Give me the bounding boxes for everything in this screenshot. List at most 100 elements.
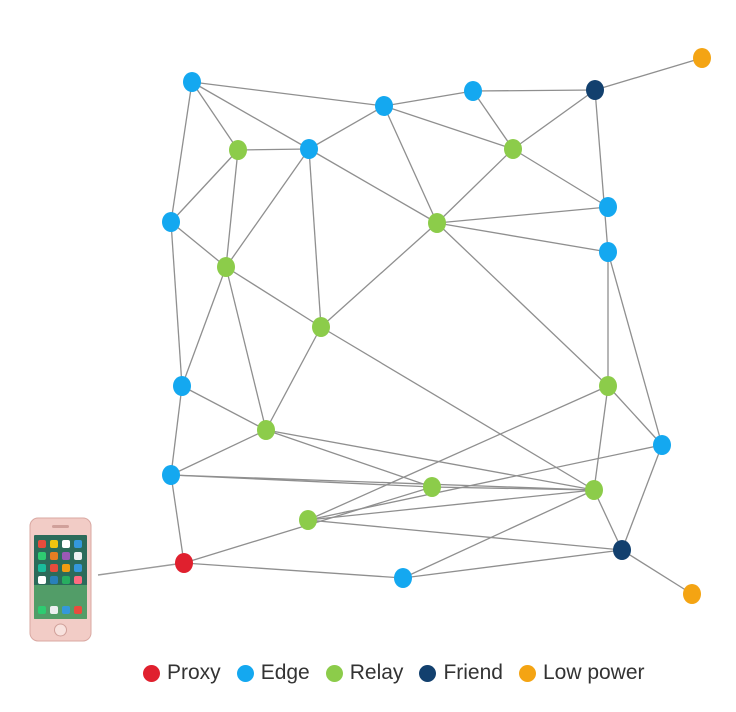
legend-item-edge: Edge bbox=[236, 661, 310, 685]
proxy-node-p1 bbox=[175, 553, 193, 573]
link-r6-e9 bbox=[607, 385, 663, 446]
link-r7-r9 bbox=[265, 429, 595, 491]
legend-item-proxy: Proxy bbox=[143, 661, 221, 685]
link-r2-e6 bbox=[512, 148, 609, 208]
legend-label-proxy: Proxy bbox=[167, 661, 221, 684]
link-r8-r9 bbox=[431, 486, 595, 491]
relay-node-r10 bbox=[299, 510, 317, 530]
link-e1-e4 bbox=[191, 81, 310, 150]
link-r2-r3 bbox=[436, 148, 514, 224]
link-e1-e2 bbox=[191, 81, 385, 107]
legend-label-friend: Friend bbox=[443, 661, 503, 684]
relay-node-r5 bbox=[312, 317, 330, 337]
legend-item-lowpower: Low power bbox=[518, 661, 645, 685]
link-r3-r6 bbox=[436, 222, 609, 387]
link-e4-r3 bbox=[308, 148, 438, 224]
link-r9-e11 bbox=[402, 489, 595, 579]
link-r6-r10 bbox=[307, 385, 609, 521]
link-e2-e4 bbox=[308, 105, 385, 150]
edge-node-e1 bbox=[183, 72, 201, 92]
link-f1-lp1 bbox=[594, 57, 703, 91]
link-p1-e11 bbox=[183, 562, 404, 579]
proxy-dot-icon bbox=[143, 664, 160, 682]
link-e2-r3 bbox=[383, 105, 438, 224]
phone-proxy-link bbox=[97, 562, 185, 576]
lowpower-node-lp1 bbox=[693, 48, 711, 68]
link-e2-r2 bbox=[383, 105, 514, 150]
link-e5-r4 bbox=[170, 221, 227, 268]
link-e1-e5 bbox=[170, 81, 193, 223]
friend-node-f1 bbox=[586, 80, 604, 100]
link-e9-f2 bbox=[621, 444, 663, 551]
edge-node-e10 bbox=[162, 465, 180, 485]
friend-dot-icon bbox=[419, 664, 437, 682]
link-f2-lp2 bbox=[621, 549, 693, 595]
smartphone-icon bbox=[29, 517, 185, 642]
link-r5-r9 bbox=[320, 326, 595, 491]
edge-node-e6 bbox=[599, 197, 617, 217]
relay-node-r7 bbox=[257, 420, 275, 440]
lowpower-dot-icon bbox=[518, 664, 536, 682]
relay-node-r9 bbox=[585, 480, 603, 500]
phone-home-button bbox=[54, 623, 67, 637]
phone-speaker bbox=[52, 525, 69, 528]
link-r7-e10 bbox=[170, 429, 267, 476]
link-r1-e4 bbox=[237, 148, 310, 151]
link-e8-r7 bbox=[181, 385, 267, 431]
link-e3-r2 bbox=[472, 90, 514, 150]
link-r4-e8 bbox=[181, 266, 227, 387]
edge-node-e3 bbox=[464, 81, 482, 101]
relay-dot-icon bbox=[325, 664, 343, 682]
relay-node-r2 bbox=[504, 139, 522, 159]
edge-node-e11 bbox=[394, 568, 412, 588]
link-f1-r2 bbox=[512, 89, 596, 150]
link-e2-e3 bbox=[383, 90, 474, 107]
link-r9-f2 bbox=[593, 489, 623, 551]
edge-node-e8 bbox=[173, 376, 191, 396]
legend-item-friend: Friend bbox=[419, 661, 503, 685]
link-e4-r5 bbox=[308, 148, 322, 328]
relay-node-r4 bbox=[217, 257, 235, 277]
link-r3-r5 bbox=[320, 222, 438, 328]
relay-node-r6 bbox=[599, 376, 617, 396]
link-e5-e8 bbox=[170, 221, 183, 387]
legend-label-edge: Edge bbox=[260, 661, 310, 684]
edge-node-e7 bbox=[599, 242, 617, 262]
link-r4-r7 bbox=[225, 266, 267, 431]
link-f1-e7 bbox=[594, 89, 609, 253]
lowpower-node-lp2 bbox=[683, 584, 701, 604]
link-e10-r8 bbox=[170, 474, 433, 488]
edge-node-e5 bbox=[162, 212, 180, 232]
edge-node-e9 bbox=[653, 435, 671, 455]
link-e11-f2 bbox=[402, 549, 623, 579]
legend-item-relay: Relay bbox=[325, 661, 404, 685]
edge-dot-icon bbox=[236, 664, 254, 682]
link-r3-e7 bbox=[436, 222, 609, 253]
legend: Proxy Edge Relay Friend Low power bbox=[143, 656, 645, 690]
friend-node-f2 bbox=[613, 540, 631, 560]
link-e10-p1 bbox=[170, 474, 185, 564]
link-e4-r4 bbox=[225, 148, 310, 268]
link-r1-e5 bbox=[170, 149, 239, 223]
link-r5-r7 bbox=[265, 326, 322, 431]
link-e8-e10 bbox=[170, 385, 183, 476]
link-r7-r8 bbox=[265, 429, 433, 488]
network-nodes bbox=[162, 48, 711, 604]
link-r6-r9 bbox=[593, 385, 609, 491]
relay-node-r3 bbox=[428, 213, 446, 233]
link-r3-e6 bbox=[436, 206, 609, 224]
link-r10-f2 bbox=[307, 519, 623, 551]
link-r9-r10 bbox=[307, 489, 595, 521]
network-links bbox=[170, 57, 703, 595]
legend-label-lowpower: Low power bbox=[542, 661, 645, 684]
link-e3-f1 bbox=[472, 89, 596, 92]
link-e10-r9 bbox=[170, 474, 595, 491]
legend-label-relay: Relay bbox=[349, 661, 404, 684]
link-e7-e9 bbox=[607, 251, 663, 446]
phone-app-icons bbox=[38, 540, 82, 614]
link-r1-r4 bbox=[225, 149, 239, 268]
link-r4-r5 bbox=[225, 266, 322, 328]
relay-node-r8 bbox=[423, 477, 441, 497]
link-e1-r1 bbox=[191, 81, 239, 151]
